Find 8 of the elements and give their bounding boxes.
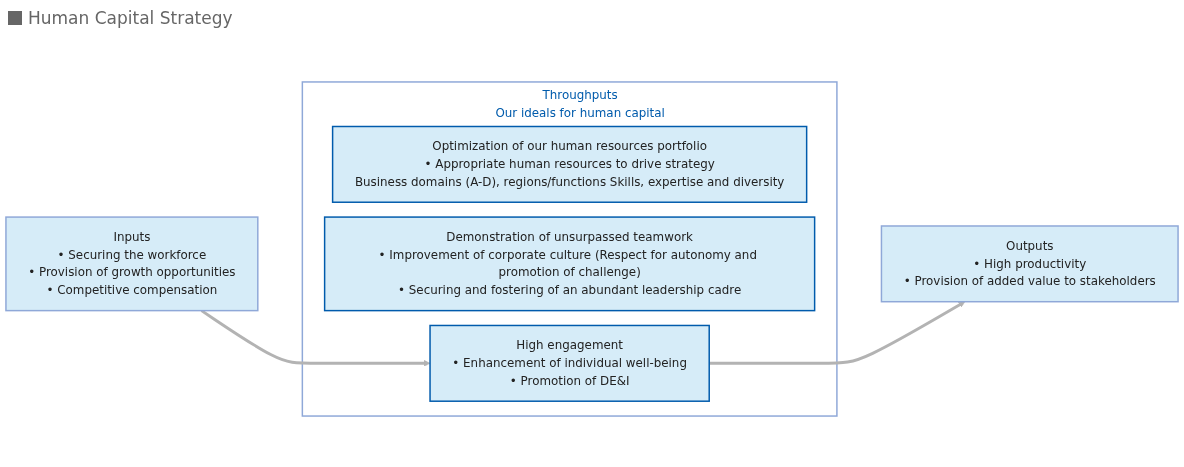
arrow xyxy=(709,301,966,365)
node-box: Outputs • High productivity • Provision of added value to stakeholders xyxy=(880,225,1179,303)
node-box: Inputs • Securing the workforce • Provision of growth opportunities • Competitive compensation xyxy=(5,216,259,312)
arrow xyxy=(200,309,431,367)
title: Human Capital Strategy xyxy=(28,8,233,28)
node-box: Demonstration of unsurpassed teamwork • Improvement of corporate culture (Respect for autonomy and promotion of challenge) • Securing and fostering of an abundant leadership cadre xyxy=(323,216,816,312)
node-box: High engagement • Enhancement of individual well-being • Promotion of DE&I xyxy=(429,324,710,402)
node-box: Optimization of our human resources portfolio • Appropriate human resources to drive strategy Business domains (A-D), regions/functions Skills, expertise and diversity xyxy=(331,125,808,203)
